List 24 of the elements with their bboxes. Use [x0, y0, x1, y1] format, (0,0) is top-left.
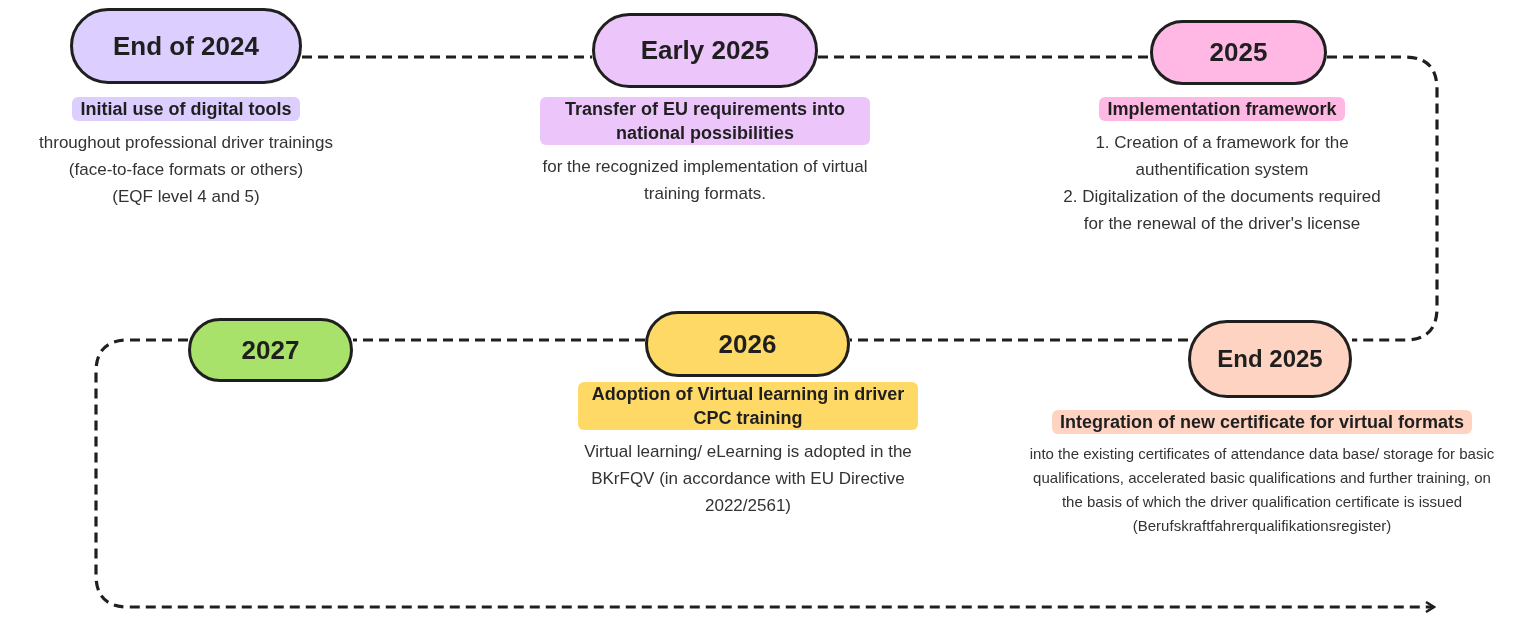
milestone-heading: Integration of new certificate for virtual formats	[1051, 410, 1473, 434]
milestone-description: Virtual learning/ eLearning is adopted in the BKrFQV (in accordance with EU Directive 2022/2561)	[583, 441, 913, 517]
milestone-heading: Transfer of EU requirements into national possibilities	[540, 97, 870, 145]
year-pill: 2027	[188, 318, 353, 382]
milestone-description: throughout professional driver trainings (face-to-face formats or others)	[38, 132, 334, 181]
milestone-description: 2. Digitalization of the documents required for the renewal of the driver's license	[1062, 186, 1382, 235]
milestone-description: 1. Creation of a framework for the authentification system	[1094, 132, 1350, 181]
dashed-connector	[818, 55, 1150, 59]
dashed-connector	[1327, 55, 1439, 342]
year-pill: End of 2024	[70, 8, 302, 84]
milestone-heading: Implementation framework	[1099, 97, 1345, 121]
dashed-connector	[850, 338, 1188, 342]
year-pill: End 2025	[1188, 320, 1352, 398]
milestone-description: into the existing certificates of attendance data base/ storage for basic qualifications, accelerated basic qualifications and further training, on the basis of which the driver qualification certificate is issued (Berufskraftfahrerqualifikationsregister)	[1028, 444, 1496, 536]
dashed-connector	[302, 55, 592, 59]
milestone-description: for the recognized implementation of virtual training formats.	[541, 156, 869, 205]
milestone-description: (EQF level 4 and 5)	[112, 186, 260, 208]
dashed-connector	[353, 338, 645, 342]
year-pill: 2025	[1150, 20, 1327, 85]
dashed-arrow	[94, 338, 1436, 614]
milestone-heading: Initial use of digital tools	[72, 97, 300, 121]
milestone-heading: Adoption of Virtual learning in driver CPC training	[578, 382, 918, 430]
year-pill: 2026	[645, 311, 850, 377]
year-pill: Early 2025	[592, 13, 818, 88]
